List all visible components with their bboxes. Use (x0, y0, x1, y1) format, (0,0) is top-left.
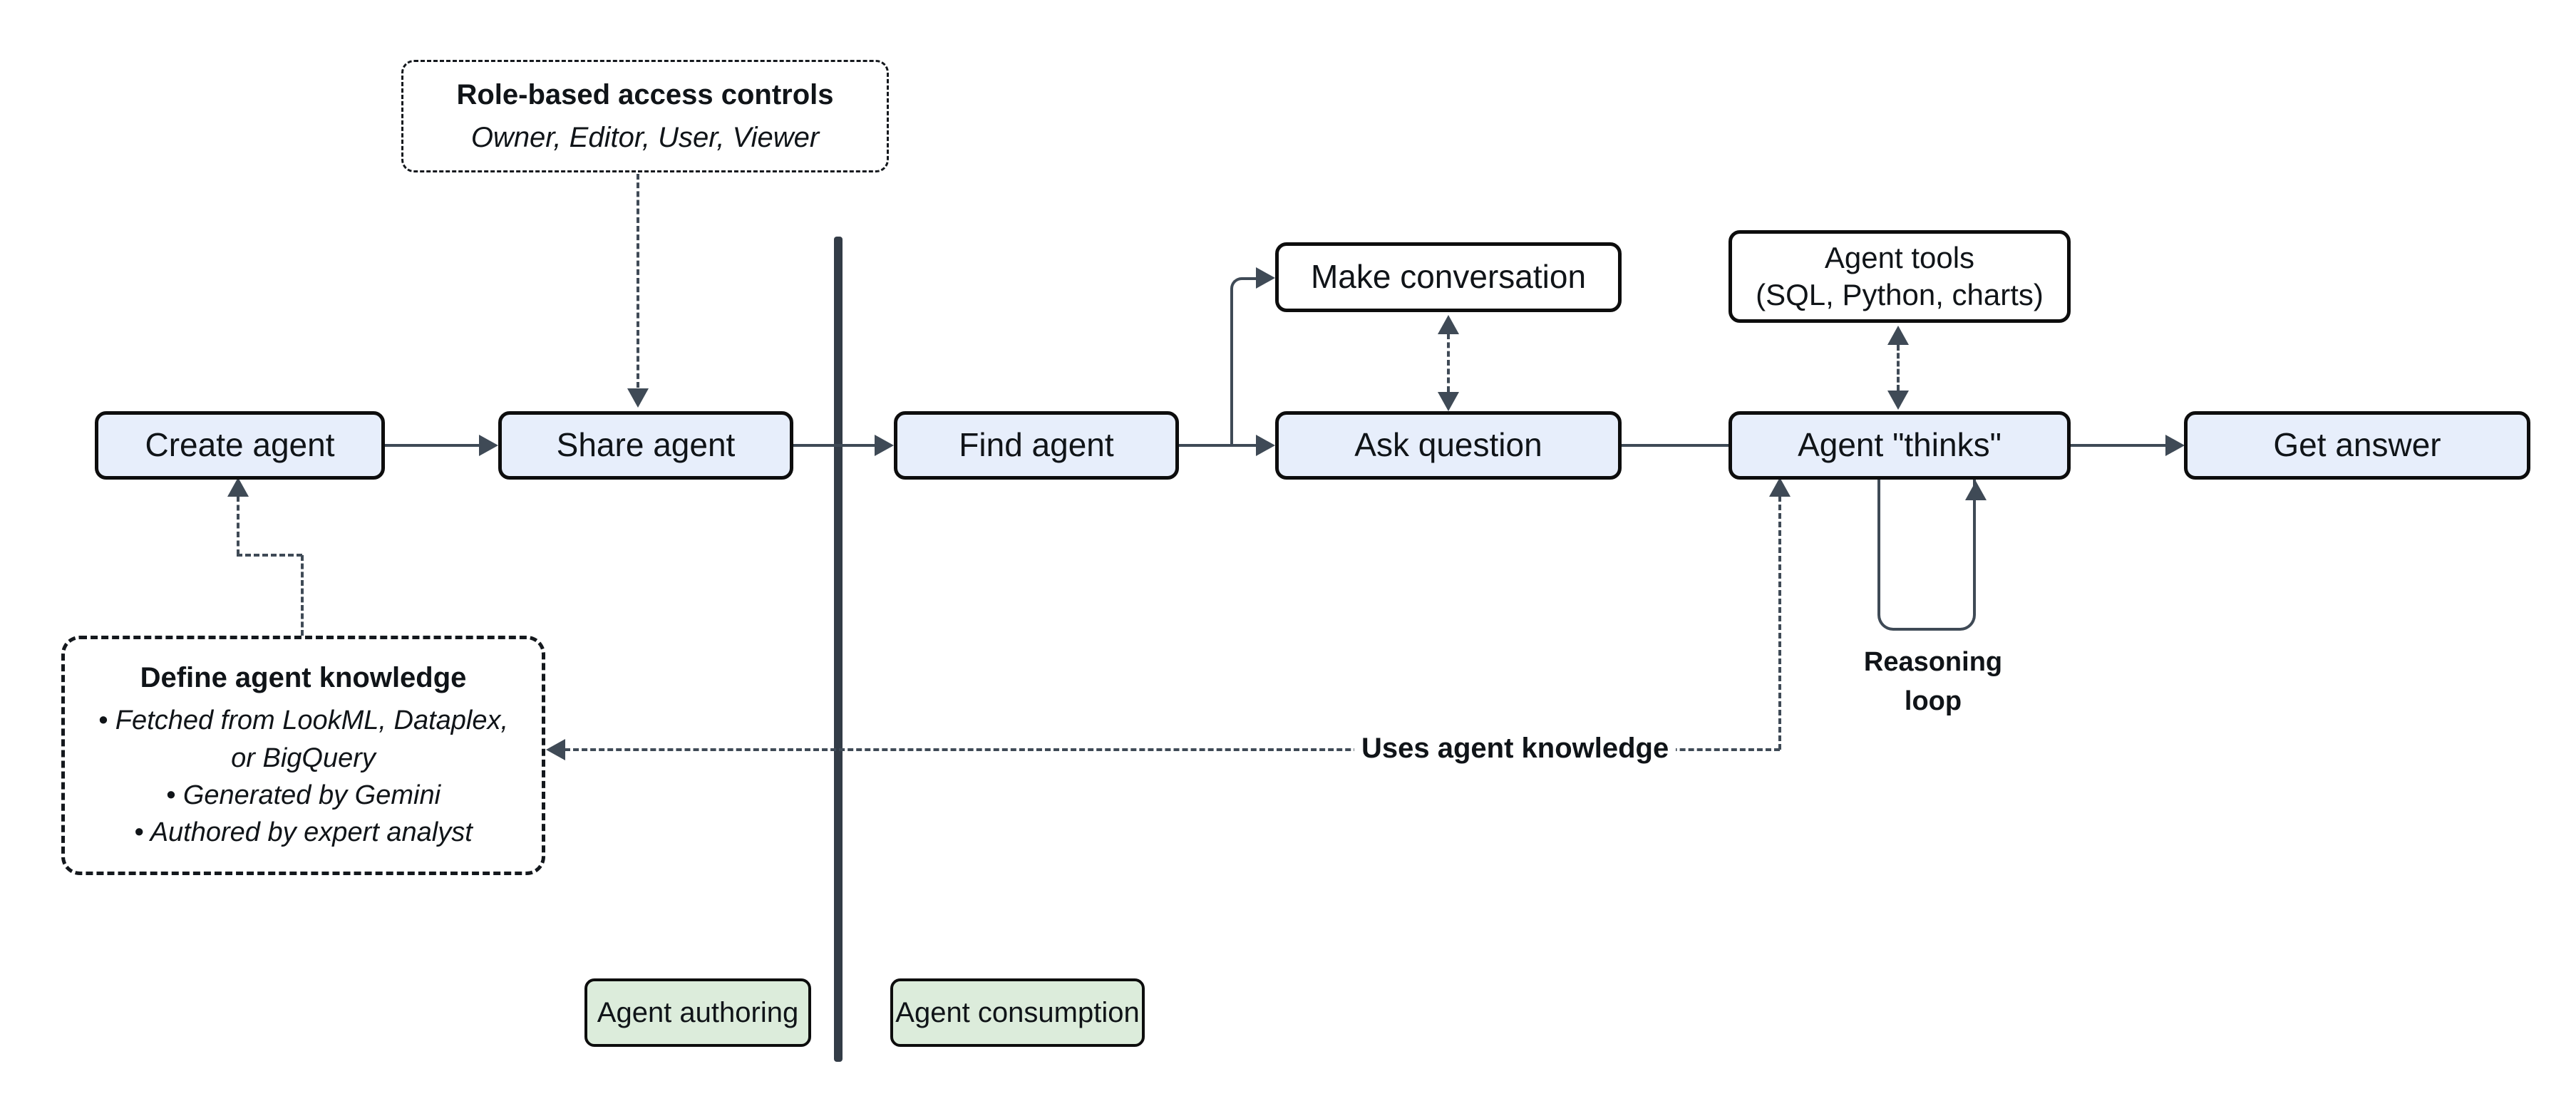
node-agent-tools-label: Agent tools (SQL, Python, charts) (1756, 240, 2044, 312)
arrowhead-into-make-conversation (1256, 267, 1275, 289)
arrowhead-into-thinks-top (1887, 391, 1909, 410)
node-share-agent-label: Share agent (556, 426, 736, 464)
connector-knowledge-riser (1778, 496, 1781, 750)
arrowhead-into-find-agent (875, 435, 894, 456)
arrowhead-into-ask-question (1256, 435, 1275, 456)
node-ask-question-label: Ask question (1354, 426, 1542, 464)
node-agent-thinks: Agent "thinks" (1729, 411, 2071, 480)
arrowhead-into-ask-top (1438, 392, 1459, 411)
node-make-conversation-label: Make conversation (1310, 258, 1587, 296)
define-knowledge-bullet: • Authored by expert analyst (134, 817, 473, 848)
node-ask-question: Ask question (1275, 411, 1622, 480)
define-knowledge-bullet: • Generated by Gemini (165, 780, 441, 810)
node-agent-thinks-label: Agent "thinks" (1798, 426, 2001, 464)
tag-agent-authoring: Agent authoring (584, 978, 811, 1047)
role-access-subtitle: Owner, Editor, User, Viewer (470, 122, 820, 153)
connector-role-to-share (637, 174, 639, 388)
node-get-answer: Get answer (2184, 411, 2530, 480)
arrowhead-into-create-bottom (227, 477, 249, 497)
node-find-agent: Find agent (894, 411, 1179, 480)
connector-knowledge-horizontal (565, 748, 1780, 751)
connector-define-up-a (237, 496, 239, 555)
connector-find-to-ask (1179, 444, 1256, 447)
swimlane-divider (834, 237, 843, 1062)
arrowhead-into-define-box (546, 739, 565, 760)
arrowhead-loop-into-thinks (1965, 481, 1987, 500)
arrowhead-into-share-top (627, 388, 649, 408)
node-agent-tools: Agent tools (SQL, Python, charts) (1729, 230, 2071, 323)
connector-define-up-b (301, 555, 304, 636)
connector-thinks-to-answer (2071, 444, 2165, 447)
connector-create-to-share (385, 444, 482, 447)
role-access-note: Role-based access controls Owner, Editor… (401, 60, 889, 172)
connector-ask-to-thinks (1622, 444, 1729, 447)
role-access-title: Role-based access controls (456, 79, 834, 110)
connector-find-to-make-conversation (1230, 277, 1257, 445)
arrowhead-into-thinks-bottom (1769, 477, 1791, 497)
reasoning-loop-label: Reasoning loop (1863, 647, 2003, 717)
connector-share-to-find (793, 444, 875, 447)
arrowhead-into-get-answer (2165, 435, 2185, 456)
uses-agent-knowledge-label: Uses agent knowledge (1354, 731, 1676, 765)
connector-tools-thinks (1897, 345, 1900, 391)
node-create-agent: Create agent (95, 411, 385, 480)
define-knowledge-bullet: • Fetched from LookML, Dataplex, or BigQ… (98, 706, 509, 773)
node-find-agent-label: Find agent (959, 426, 1114, 464)
connector-make-ask (1447, 334, 1450, 392)
define-knowledge-title: Define agent knowledge (140, 662, 467, 694)
define-knowledge-note: Define agent knowledge • Fetched from Lo… (61, 636, 545, 875)
node-make-conversation: Make conversation (1275, 242, 1622, 312)
node-create-agent-label: Create agent (145, 426, 335, 464)
tag-agent-consumption: Agent consumption (890, 978, 1145, 1047)
arrowhead-into-tools-bottom (1887, 326, 1909, 345)
tag-agent-authoring-label: Agent authoring (597, 997, 799, 1028)
connector-define-jog (237, 554, 302, 557)
tag-agent-consumption-label: Agent consumption (895, 997, 1140, 1028)
arrowhead-into-make-bottom (1438, 315, 1459, 334)
connector-reasoning-loop (1877, 480, 1976, 631)
arrowhead-into-share-agent (479, 435, 498, 456)
node-share-agent: Share agent (498, 411, 793, 480)
node-get-answer-label: Get answer (2273, 426, 2441, 464)
